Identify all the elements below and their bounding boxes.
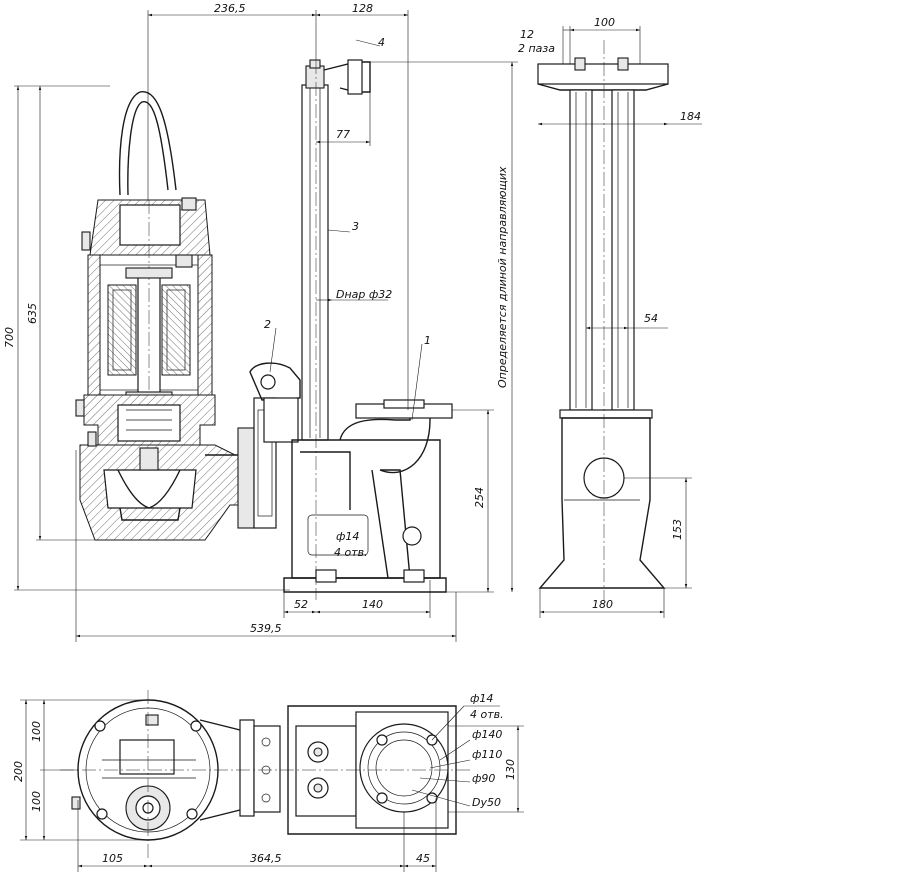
side-view — [537, 40, 669, 600]
dim-2-slots: 2 паза — [518, 42, 555, 55]
dim-539-5: 539,5 — [250, 622, 282, 635]
dim-phi140: ф140 — [472, 728, 502, 741]
dim-4-holes: 4 отв. — [334, 546, 368, 559]
dimension-lines — [14, 10, 702, 872]
callout-4: 4 — [378, 36, 385, 49]
dim-254: 254 — [473, 487, 486, 508]
dim-130: 130 — [504, 759, 517, 780]
dim-128: 128 — [352, 2, 373, 15]
dim-105: 105 — [102, 852, 123, 865]
dim-4-holes-plan: 4 отв. — [470, 708, 504, 721]
dim-phi90: ф90 — [472, 772, 495, 785]
dim-635: 635 — [26, 303, 39, 324]
dim-phi14: ф14 — [336, 530, 359, 543]
dim-200: 200 — [12, 761, 25, 782]
dim-52: 52 — [294, 598, 308, 611]
dim-dy50: Dy50 — [472, 796, 501, 809]
callout-labels: 1 2 3 4 — [264, 36, 431, 347]
dim-77: 77 — [336, 128, 350, 141]
plan-view — [60, 690, 470, 860]
callout-1: 1 — [424, 334, 431, 347]
dim-dnar32: Dнар ф32 — [336, 288, 392, 301]
base-elbow-front — [249, 59, 453, 600]
dim-54: 54 — [644, 312, 658, 325]
dim-180: 180 — [592, 598, 613, 611]
dim-100-top: 100 — [594, 16, 615, 29]
dim-phi110: ф110 — [472, 748, 502, 761]
dim-100-b: 100 — [30, 791, 43, 812]
dim-140: 140 — [362, 598, 383, 611]
dim-184: 184 — [680, 110, 701, 123]
dim-100-a: 100 — [30, 721, 43, 742]
dim-153: 153 — [671, 519, 684, 540]
dim-364-5: 364,5 — [250, 852, 282, 865]
dim-45: 45 — [416, 852, 430, 865]
callout-3: 3 — [352, 220, 359, 233]
dim-phi14-plan: ф14 — [470, 692, 493, 705]
guide-length-note: Определяется длиной направляющих — [496, 166, 509, 388]
callout-2: 2 — [264, 318, 271, 331]
dim-12: 12 — [520, 28, 534, 41]
dimension-labels: 236,5 128 12 2 паза 100 184 77 Dнар ф32 … — [3, 2, 701, 865]
dim-700: 700 — [3, 327, 16, 348]
pump-section-view — [75, 91, 277, 541]
dim-236-5: 236,5 — [214, 2, 246, 15]
